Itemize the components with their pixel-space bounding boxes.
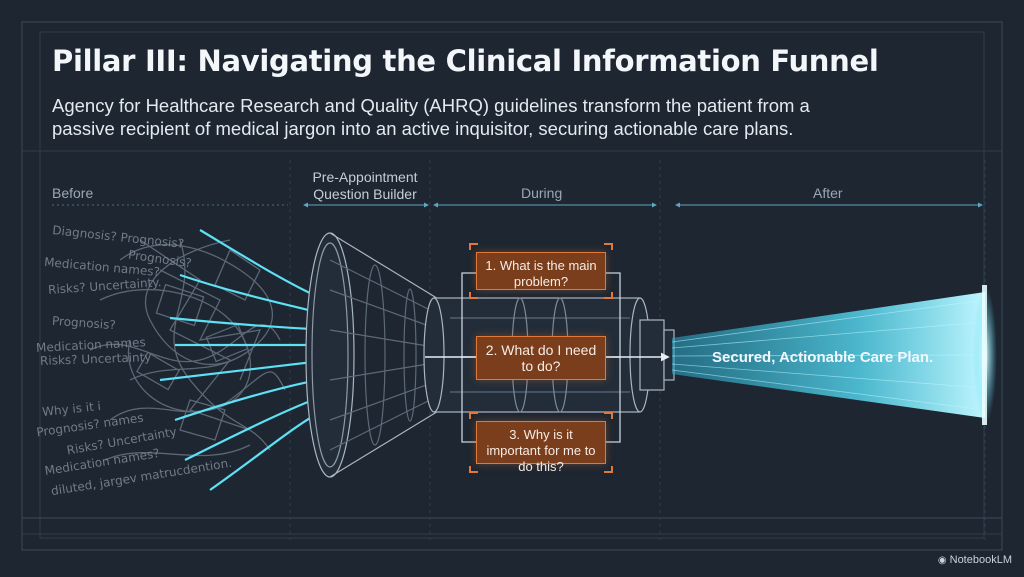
output-beam xyxy=(671,285,997,425)
brand-label: NotebookLM xyxy=(949,554,1012,566)
question-box-3: 3. Why is it important for me to do this… xyxy=(476,421,606,474)
question-box-1: 1. What is the main problem? xyxy=(476,252,606,290)
question-corner-accents xyxy=(469,243,613,473)
page-title: Pillar III: Navigating the Clinical Info… xyxy=(52,44,879,78)
funnel xyxy=(305,232,441,478)
blueprint-frame xyxy=(21,21,1003,551)
phase-during-label: During xyxy=(521,185,563,201)
outcome-label: Secured, Actionable Care Plan. xyxy=(712,349,934,366)
phase-after-label: After xyxy=(813,185,843,201)
page-subtitle: Agency for Healthcare Research and Quali… xyxy=(52,95,810,139)
phase-builder-label: Pre-Appointment Question Builder xyxy=(312,169,418,202)
notebooklm-icon: ◉ xyxy=(937,555,947,566)
phase-before-label: Before xyxy=(52,185,94,201)
question-box-2: 2. What do I need to do? xyxy=(476,336,606,380)
brand-badge: ◉NotebookLM xyxy=(938,554,1012,566)
